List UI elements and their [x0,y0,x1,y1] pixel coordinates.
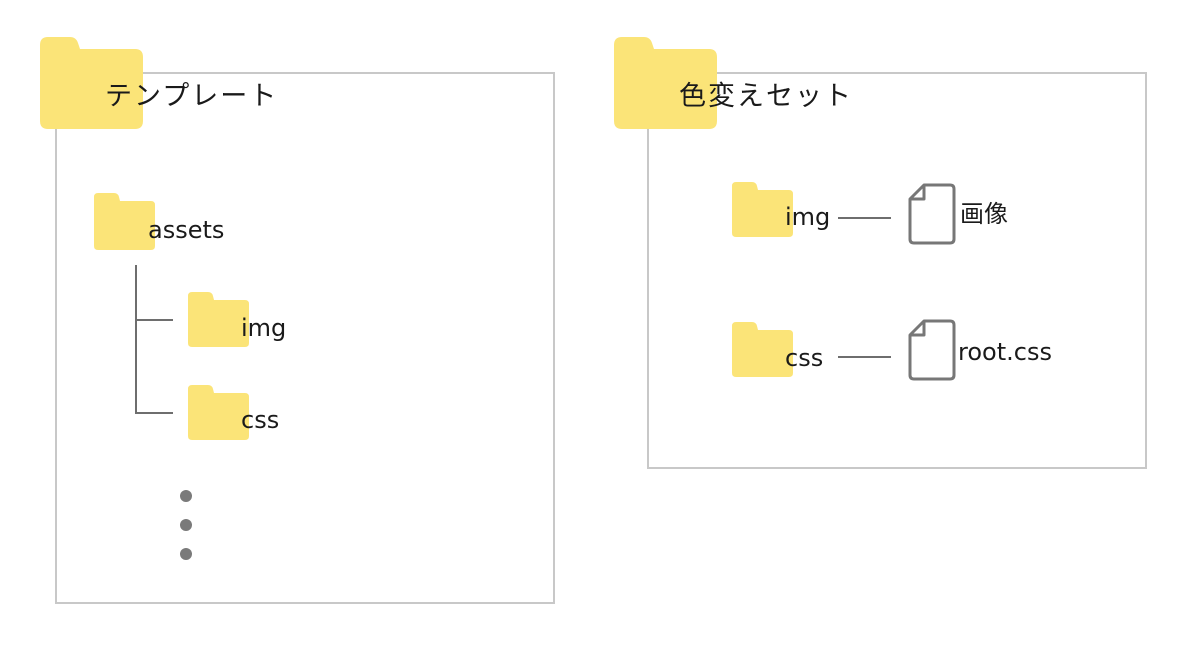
color-img-folder-label: img [785,203,831,231]
template-title: テンプレート [105,81,279,112]
image-file-label: 画像 [960,200,1008,228]
template-folder-icon [40,37,143,129]
color-css-folder-label: css [785,344,824,372]
root-css-file-label: root.css [958,338,1052,366]
tree-vertical-line [135,265,137,414]
more-dot-1 [180,490,192,502]
template-panel [55,72,555,604]
tree-branch-css [135,412,173,414]
assets-folder-icon [94,193,155,250]
color-set-title: 色変えセット [679,81,853,112]
more-dot-2 [180,519,192,531]
more-dot-3 [180,548,192,560]
connector-css [838,356,891,358]
img-folder-label: img [241,314,287,342]
root-css-file-icon [908,319,956,385]
color-css-folder-icon [732,322,793,377]
img-folder-icon [188,292,249,347]
color-img-folder-icon [732,182,793,237]
color-set-folder-icon [614,37,717,129]
image-file-icon [908,183,956,249]
color-set-panel [647,72,1147,469]
css-folder-icon [188,385,249,440]
tree-branch-img [135,319,173,321]
assets-folder-label: assets [148,216,225,244]
connector-img [838,217,891,219]
css-folder-label: css [241,406,280,434]
